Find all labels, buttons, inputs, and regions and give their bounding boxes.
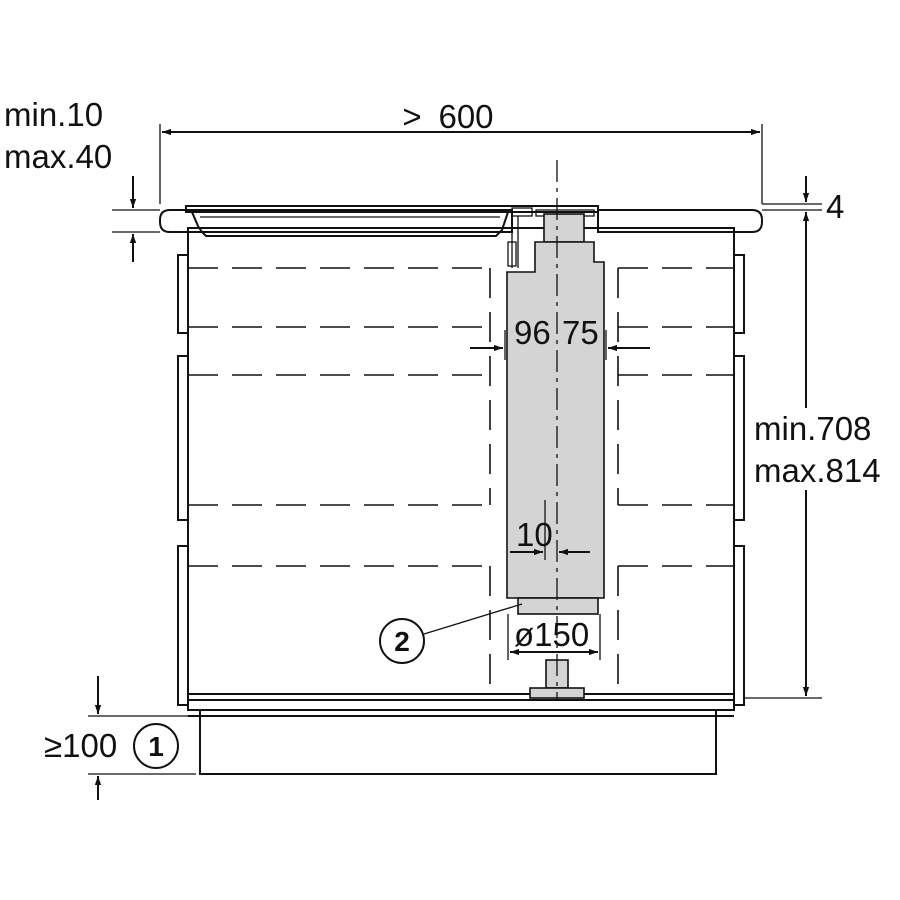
callout-2-label: 2 (394, 626, 410, 657)
plinth (188, 710, 734, 775)
gap-dimension: 4 (762, 176, 844, 225)
gap-label: 4 (826, 188, 844, 225)
duct-right-label: 75 (562, 314, 599, 351)
callout-2: 2 (379, 603, 523, 664)
height-dimension: min.708 max.814 (744, 212, 898, 699)
callout-1-label: 1 (148, 731, 164, 762)
duct-centre-offset-dimension: 10 (510, 500, 590, 560)
extractor-duct-unit (506, 160, 605, 700)
worktop-max-label: max.40 (4, 138, 112, 175)
worktop-thickness-dimension: min.10 max.40 (4, 96, 160, 262)
duct-left-label: 96 (514, 314, 551, 351)
width-label: 600 (438, 98, 493, 135)
worktop-min-label: min.10 (4, 96, 103, 133)
height-min-label: min.708 (754, 410, 871, 447)
plinth-dimension: ≥100 (44, 676, 196, 800)
cabinet-carcass (187, 227, 735, 711)
plinth-label: ≥100 (44, 727, 117, 764)
worktop (159, 209, 763, 233)
callout-1: 1 (133, 723, 179, 769)
width-dimension: > 600 (159, 98, 763, 204)
height-max-label: max.814 (754, 452, 881, 489)
drawer-outlines (188, 267, 734, 694)
duct-diameter-label: ø150 (514, 616, 589, 653)
cabinet-side-panels (177, 254, 745, 706)
duct-offset-dimension: 96 75 (470, 314, 650, 360)
duct-diameter-dimension: ø150 (507, 614, 601, 660)
duct-offset-label: 10 (516, 516, 553, 553)
width-symbol: > (402, 98, 421, 135)
cooktop-hob (185, 205, 599, 268)
